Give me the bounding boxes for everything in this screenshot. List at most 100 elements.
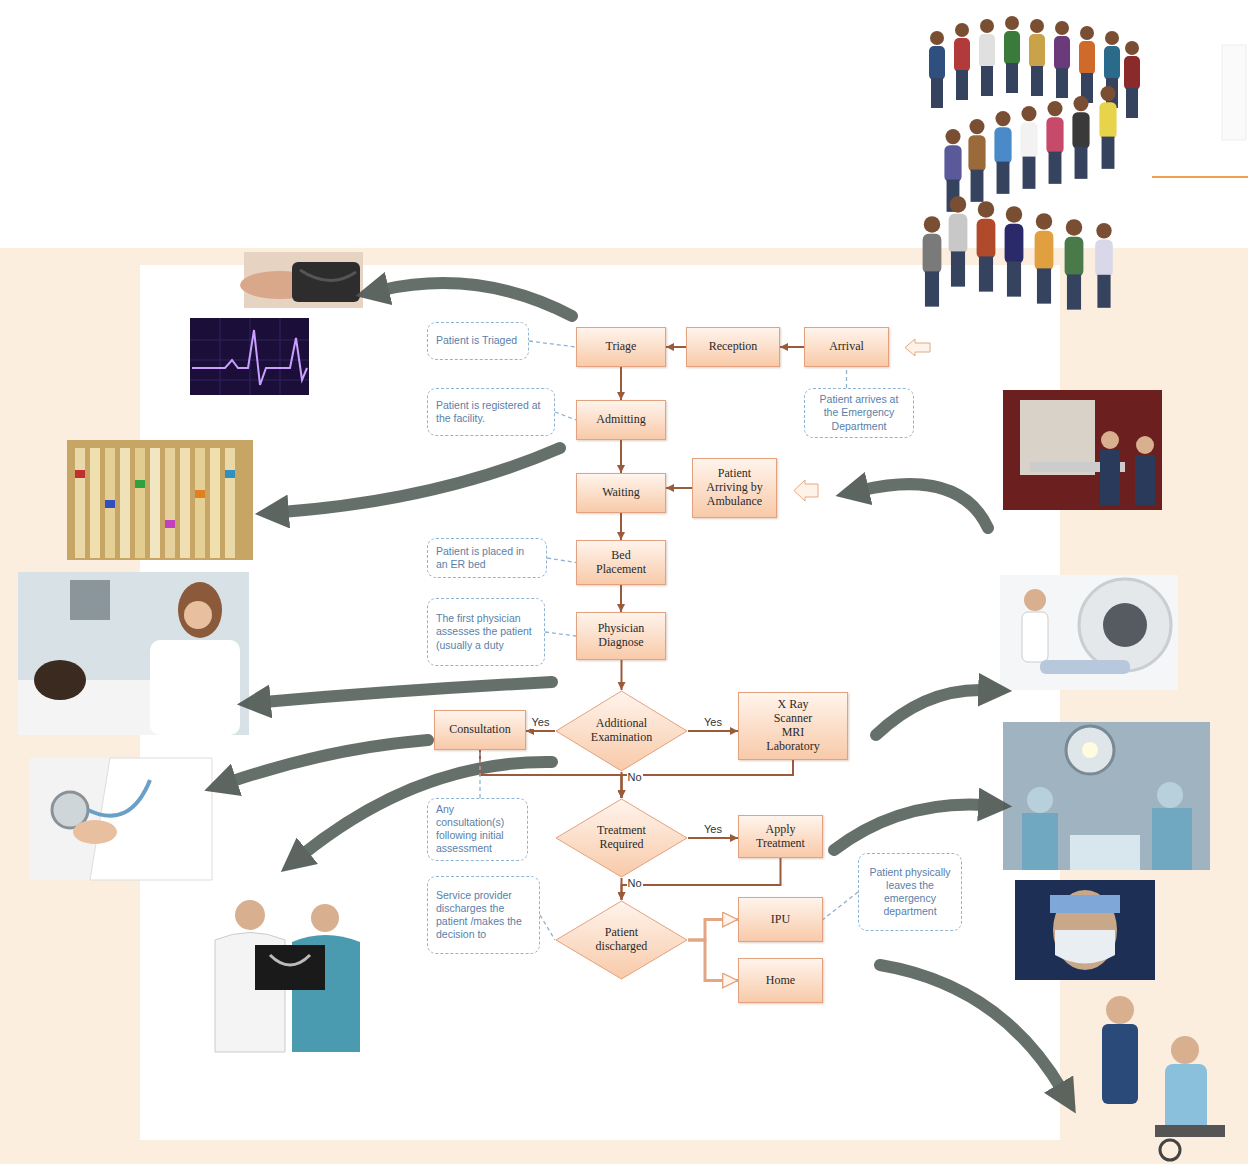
edge-label: Yes — [531, 716, 551, 729]
doctors-photo — [188, 895, 388, 1052]
flow-arrow — [622, 760, 794, 798]
corner-box — [1222, 45, 1246, 140]
flow-arrow — [620, 440, 622, 473]
surgeon-mask-photo — [1015, 880, 1155, 980]
callout-note: Patient is Triaged — [427, 322, 529, 360]
edge-label: No — [627, 877, 643, 890]
leader-line — [545, 632, 576, 636]
big-arrow — [880, 965, 1062, 1090]
big-arrow — [282, 448, 560, 512]
note-text: The first physician assesses the patient… — [436, 612, 536, 651]
callout-note: The first physician assesses the patient… — [427, 598, 545, 666]
edge-label: Yes — [703, 823, 723, 836]
process-box: Patient Arriving by Ambulance — [692, 458, 777, 518]
node-label: Additional Examination — [582, 717, 662, 745]
node-label: Patient discharged — [587, 926, 657, 954]
note-text: Patient is Triaged — [436, 334, 517, 347]
node-label: Admitting — [596, 413, 645, 427]
flow-arrow — [622, 858, 781, 900]
crowd-photo — [923, 16, 1140, 310]
outlet-arrow — [688, 940, 738, 981]
big-arrow — [876, 690, 985, 735]
process-box: Home — [738, 958, 823, 1003]
big-arrow — [264, 682, 552, 702]
leader-line — [547, 558, 576, 563]
big-arrow — [382, 283, 572, 316]
panel-center — [140, 265, 1060, 1140]
node-label: Bed Placement — [594, 549, 649, 577]
edge-label: No — [627, 771, 643, 784]
leader-line — [479, 750, 480, 798]
process-box: Reception — [686, 327, 780, 367]
note-text: Patient physically leaves the emergency … — [867, 866, 953, 919]
flow-arrow — [666, 487, 692, 489]
leader-line — [555, 412, 576, 420]
node-label: Arrival — [829, 340, 864, 354]
edge-label: Yes — [703, 716, 723, 729]
decision-diamond: Treatment Required — [555, 798, 688, 878]
ecg-photo — [190, 318, 309, 395]
block-arrow — [905, 339, 930, 356]
note-text: Patient is registered at the facility. — [436, 399, 546, 425]
callout-note: Any consultation(s) following initial as… — [427, 798, 528, 861]
process-box: IPU — [738, 897, 823, 942]
leader-line — [529, 341, 576, 347]
big-arrow — [862, 484, 988, 528]
process-box: Triage — [576, 327, 666, 367]
process-box: Apply Treatment — [738, 815, 823, 858]
note-text: Service provider discharges the patient … — [436, 889, 531, 942]
flow-arrow — [780, 346, 804, 348]
node-label: Reception — [709, 340, 758, 354]
callout-note: Patient is registered at the facility. — [427, 388, 555, 436]
note-text: Any consultation(s) following initial as… — [436, 803, 519, 856]
note-text: Patient is placed in an ER bed — [436, 545, 538, 571]
flow-arrow — [621, 660, 623, 690]
mri-photo — [1000, 575, 1178, 690]
flow-arrow — [688, 730, 738, 732]
node-label: X Ray Scanner MRI Laboratory — [761, 698, 825, 753]
node-label: Consultation — [449, 723, 510, 737]
node-label: Treatment Required — [587, 824, 657, 852]
big-arrow — [834, 805, 985, 850]
block-arrow — [794, 480, 818, 501]
process-box: Bed Placement — [576, 540, 666, 585]
node-label: Home — [766, 974, 795, 988]
leader-line — [846, 367, 847, 388]
big-arrows — [230, 283, 1062, 1090]
callout-note: Patient physically leaves the emergency … — [858, 853, 962, 931]
nurse-photo — [18, 572, 249, 735]
callout-note: Patient is placed in an ER bed — [427, 538, 547, 578]
callout-note: Service provider discharges the patient … — [427, 876, 540, 954]
process-box: X Ray Scanner MRI Laboratory — [738, 692, 848, 760]
stethoscope-photo — [30, 758, 212, 880]
blood-pressure-photo — [240, 252, 363, 308]
node-label: Apply Treatment — [753, 823, 808, 851]
flow-arrow — [688, 837, 738, 839]
callout-note: Patient arrives at the Emergency Departm… — [804, 388, 914, 438]
process-box: Physician Diagnose — [576, 612, 666, 660]
leader-line — [823, 892, 858, 920]
note-text: Patient arrives at the Emergency Departm… — [813, 393, 905, 432]
accent-line — [1152, 176, 1248, 178]
ambulance-photo — [1003, 390, 1162, 510]
flow-arrow — [620, 513, 622, 540]
node-label: Patient Arriving by Ambulance — [704, 467, 766, 508]
discharged-patient-photo — [1102, 996, 1225, 1160]
leader-line — [540, 915, 555, 940]
node-label: Triage — [606, 340, 637, 354]
node-label: IPU — [771, 913, 790, 927]
process-box: Waiting — [576, 473, 666, 513]
process-box: Admitting — [576, 400, 666, 440]
flow-arrow — [666, 346, 686, 348]
process-box: Consultation — [434, 710, 526, 750]
surgery-photo — [1003, 722, 1210, 870]
node-label: Physician Diagnose — [591, 622, 651, 650]
outlet-arrow — [688, 920, 738, 941]
flow-arrow — [620, 367, 622, 400]
node-label: Waiting — [602, 486, 640, 500]
panel-ground — [0, 248, 1248, 1164]
flow-arrow — [620, 585, 622, 612]
flow-arrow — [526, 730, 555, 732]
decision-diamond: Patient discharged — [555, 900, 688, 980]
process-box: Arrival — [804, 327, 889, 367]
